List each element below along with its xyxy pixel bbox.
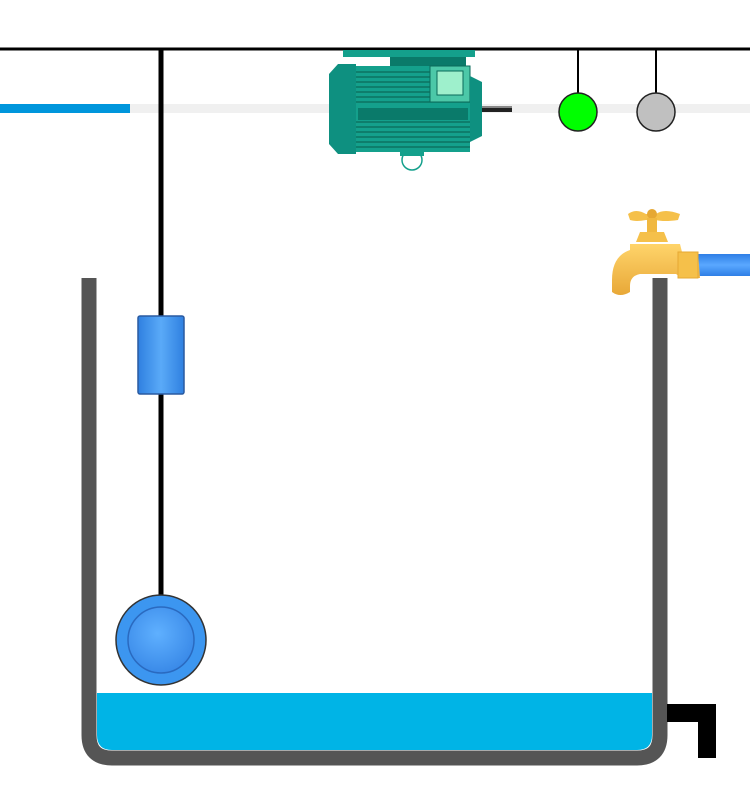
motor-icon <box>329 50 512 171</box>
drain-pipe <box>667 704 716 758</box>
float-switch-icon <box>137 315 185 395</box>
faucet-icon <box>612 209 700 295</box>
float-ball-icon <box>115 594 207 686</box>
inlet-pipe <box>0 104 130 113</box>
supply-pipe <box>698 254 750 276</box>
indicator-stopped-lamp <box>636 92 676 132</box>
water-level <box>97 693 652 750</box>
indicator-running-lamp <box>558 92 598 132</box>
tank-wall <box>81 278 668 766</box>
